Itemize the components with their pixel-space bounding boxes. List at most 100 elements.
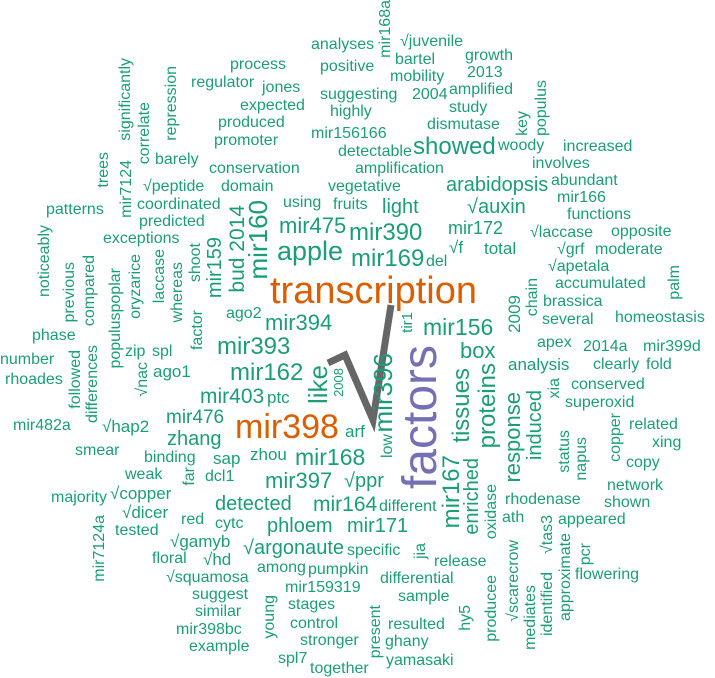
cloud-word: status — [556, 430, 573, 473]
cloud-word: weak — [125, 466, 163, 483]
cloud-word: bartel — [395, 51, 436, 68]
cloud-word: box — [460, 338, 496, 363]
cloud-word: mir168 — [295, 444, 366, 470]
cloud-word: palm — [666, 265, 683, 300]
cloud-word: superoxid — [565, 394, 635, 411]
cloud-word: √auxin — [467, 196, 526, 218]
cloud-word: arabidopsis — [446, 174, 549, 196]
cloud-word: mir390 — [349, 219, 423, 246]
cloud-word: floral — [152, 550, 187, 567]
cloud-word: apple — [277, 236, 344, 266]
cloud-word: xing — [652, 434, 682, 451]
cloud-word: jones — [262, 79, 301, 96]
cloud-word: smear — [75, 442, 120, 459]
cloud-word: highly — [330, 103, 372, 120]
cloud-word: key — [514, 111, 531, 136]
cloud-word: regulator — [191, 74, 255, 91]
cloud-word: shoot — [187, 243, 204, 283]
cloud-word: amplification — [355, 160, 444, 177]
cloud-word: mir7124 — [118, 160, 135, 218]
cloud-word: mir164 — [313, 493, 378, 516]
cloud-word: mir397 — [265, 468, 333, 493]
cloud-word: followed — [67, 350, 84, 409]
cloud-word: pcr — [577, 543, 594, 566]
cloud-word: del — [426, 253, 448, 270]
cloud-word: conservation — [209, 160, 300, 177]
cloud-word: √ppr — [344, 470, 384, 492]
cloud-word: √copper — [110, 484, 172, 503]
cloud-word: fold — [646, 356, 672, 373]
cloud-word: enriched — [461, 458, 483, 535]
cloud-word: arf — [345, 422, 365, 441]
cloud-word: repression — [163, 66, 180, 141]
cloud-word: √hap2 — [102, 417, 150, 436]
cloud-word: growth — [465, 47, 514, 64]
cloud-word: copper — [607, 413, 624, 462]
cloud-word: copy — [626, 454, 660, 471]
cloud-word: control — [290, 615, 339, 632]
cloud-word: mir166 — [557, 189, 606, 206]
cloud-word: accumulated — [555, 275, 646, 292]
cloud-word: proteins — [474, 363, 501, 449]
cloud-word: detectable — [338, 143, 412, 160]
cloud-word: far — [181, 467, 198, 486]
cloud-word: √squamosa — [166, 569, 249, 586]
cloud-word: tissues — [448, 368, 475, 443]
cloud-word: pumpkin — [308, 561, 369, 578]
cloud-word: mir393 — [217, 333, 291, 360]
cloud-word: network — [607, 477, 664, 494]
cloud-word: whereas — [169, 262, 186, 323]
cloud-word: ptc — [267, 388, 290, 407]
cloud-word: mir162 — [230, 359, 304, 386]
cloud-word: apex — [537, 334, 572, 351]
cloud-word: amplified — [449, 81, 514, 98]
cloud-word: mir475 — [279, 213, 347, 238]
cloud-word: opposite — [611, 223, 672, 240]
cloud-word: ath — [502, 509, 525, 526]
cloud-word: tested — [115, 522, 159, 539]
cloud-word: correlate — [136, 102, 153, 165]
cloud-word: among — [257, 559, 306, 576]
cloud-word: tir1 — [399, 312, 416, 333]
cloud-word: mediates — [522, 585, 539, 650]
cloud-word: oxidase — [483, 484, 500, 540]
cloud-word: mir399d — [643, 338, 701, 355]
cloud-word: low — [379, 434, 396, 459]
cloud-word: zhou — [250, 445, 287, 464]
cloud-word: suggest — [192, 586, 249, 603]
cloud-word: process — [230, 56, 287, 73]
cloud-word: mir476 — [166, 407, 225, 428]
cloud-word: release — [434, 553, 487, 570]
cloud-word: producee — [483, 575, 500, 642]
cloud-word: spl — [152, 343, 173, 360]
cloud-word: mir167 — [438, 455, 465, 529]
cloud-word: populus — [533, 80, 550, 137]
cloud-word: ago2 — [226, 305, 262, 322]
cloud-word: similar — [195, 603, 242, 620]
cloud-word: √peptide — [143, 178, 205, 195]
cloud-word: moderate — [595, 241, 663, 258]
cloud-word: √grf — [557, 241, 585, 258]
cloud-word: shown — [604, 494, 651, 511]
cloud-word: appeared — [558, 511, 626, 528]
cloud-word: different — [379, 498, 437, 515]
cloud-word: related — [629, 416, 678, 433]
cloud-word: cytc — [215, 515, 244, 532]
cloud-word: domain — [221, 178, 274, 195]
cloud-word: like — [303, 365, 333, 405]
cloud-word: sap — [213, 449, 241, 468]
cloud-word: differences — [84, 345, 101, 423]
cloud-word: specific — [347, 542, 401, 559]
cloud-word: light — [382, 196, 419, 218]
cloud-word: sample — [398, 588, 450, 605]
cloud-word: stages — [288, 596, 336, 613]
cloud-word: brassica — [543, 293, 603, 310]
cloud-word: noticeably — [36, 225, 53, 298]
cloud-word: hy5 — [457, 605, 474, 631]
cloud-word: √apetala — [548, 258, 610, 275]
cloud-word: barely — [155, 151, 199, 168]
cloud-word: mir398bc — [176, 621, 242, 638]
cloud-word: significantly — [117, 58, 134, 141]
cloud-word: mir156 — [423, 314, 494, 340]
